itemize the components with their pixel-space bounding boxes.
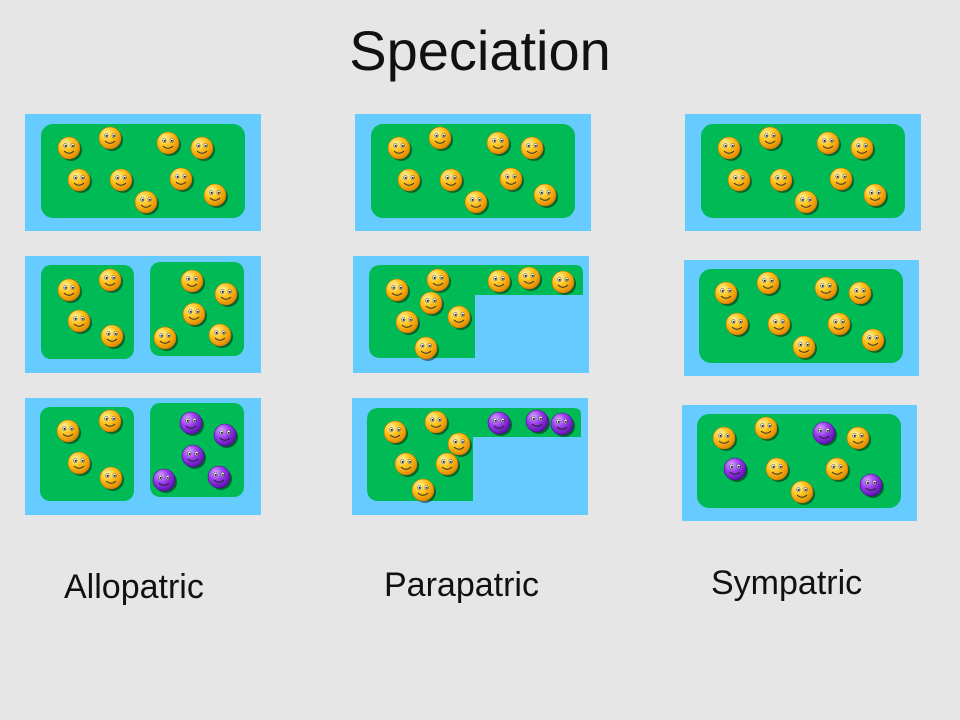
label-allopatric: Allopatric bbox=[64, 568, 204, 606]
parapatric-stage-3 bbox=[352, 398, 588, 515]
sympatric-stage-1 bbox=[685, 114, 921, 231]
label-parapatric: Parapatric bbox=[384, 566, 539, 604]
label-sympatric: Sympatric bbox=[711, 564, 863, 602]
sympatric-stage-2 bbox=[684, 260, 919, 376]
page-title: Speciation bbox=[349, 19, 611, 82]
allopatric-stage-3 bbox=[25, 398, 261, 515]
sympatric-stage-3 bbox=[682, 405, 917, 521]
allopatric-stage-2 bbox=[25, 256, 261, 373]
parapatric-stage-2 bbox=[353, 256, 589, 373]
parapatric-stage-1 bbox=[355, 114, 591, 231]
allopatric-stage-1 bbox=[25, 114, 261, 231]
